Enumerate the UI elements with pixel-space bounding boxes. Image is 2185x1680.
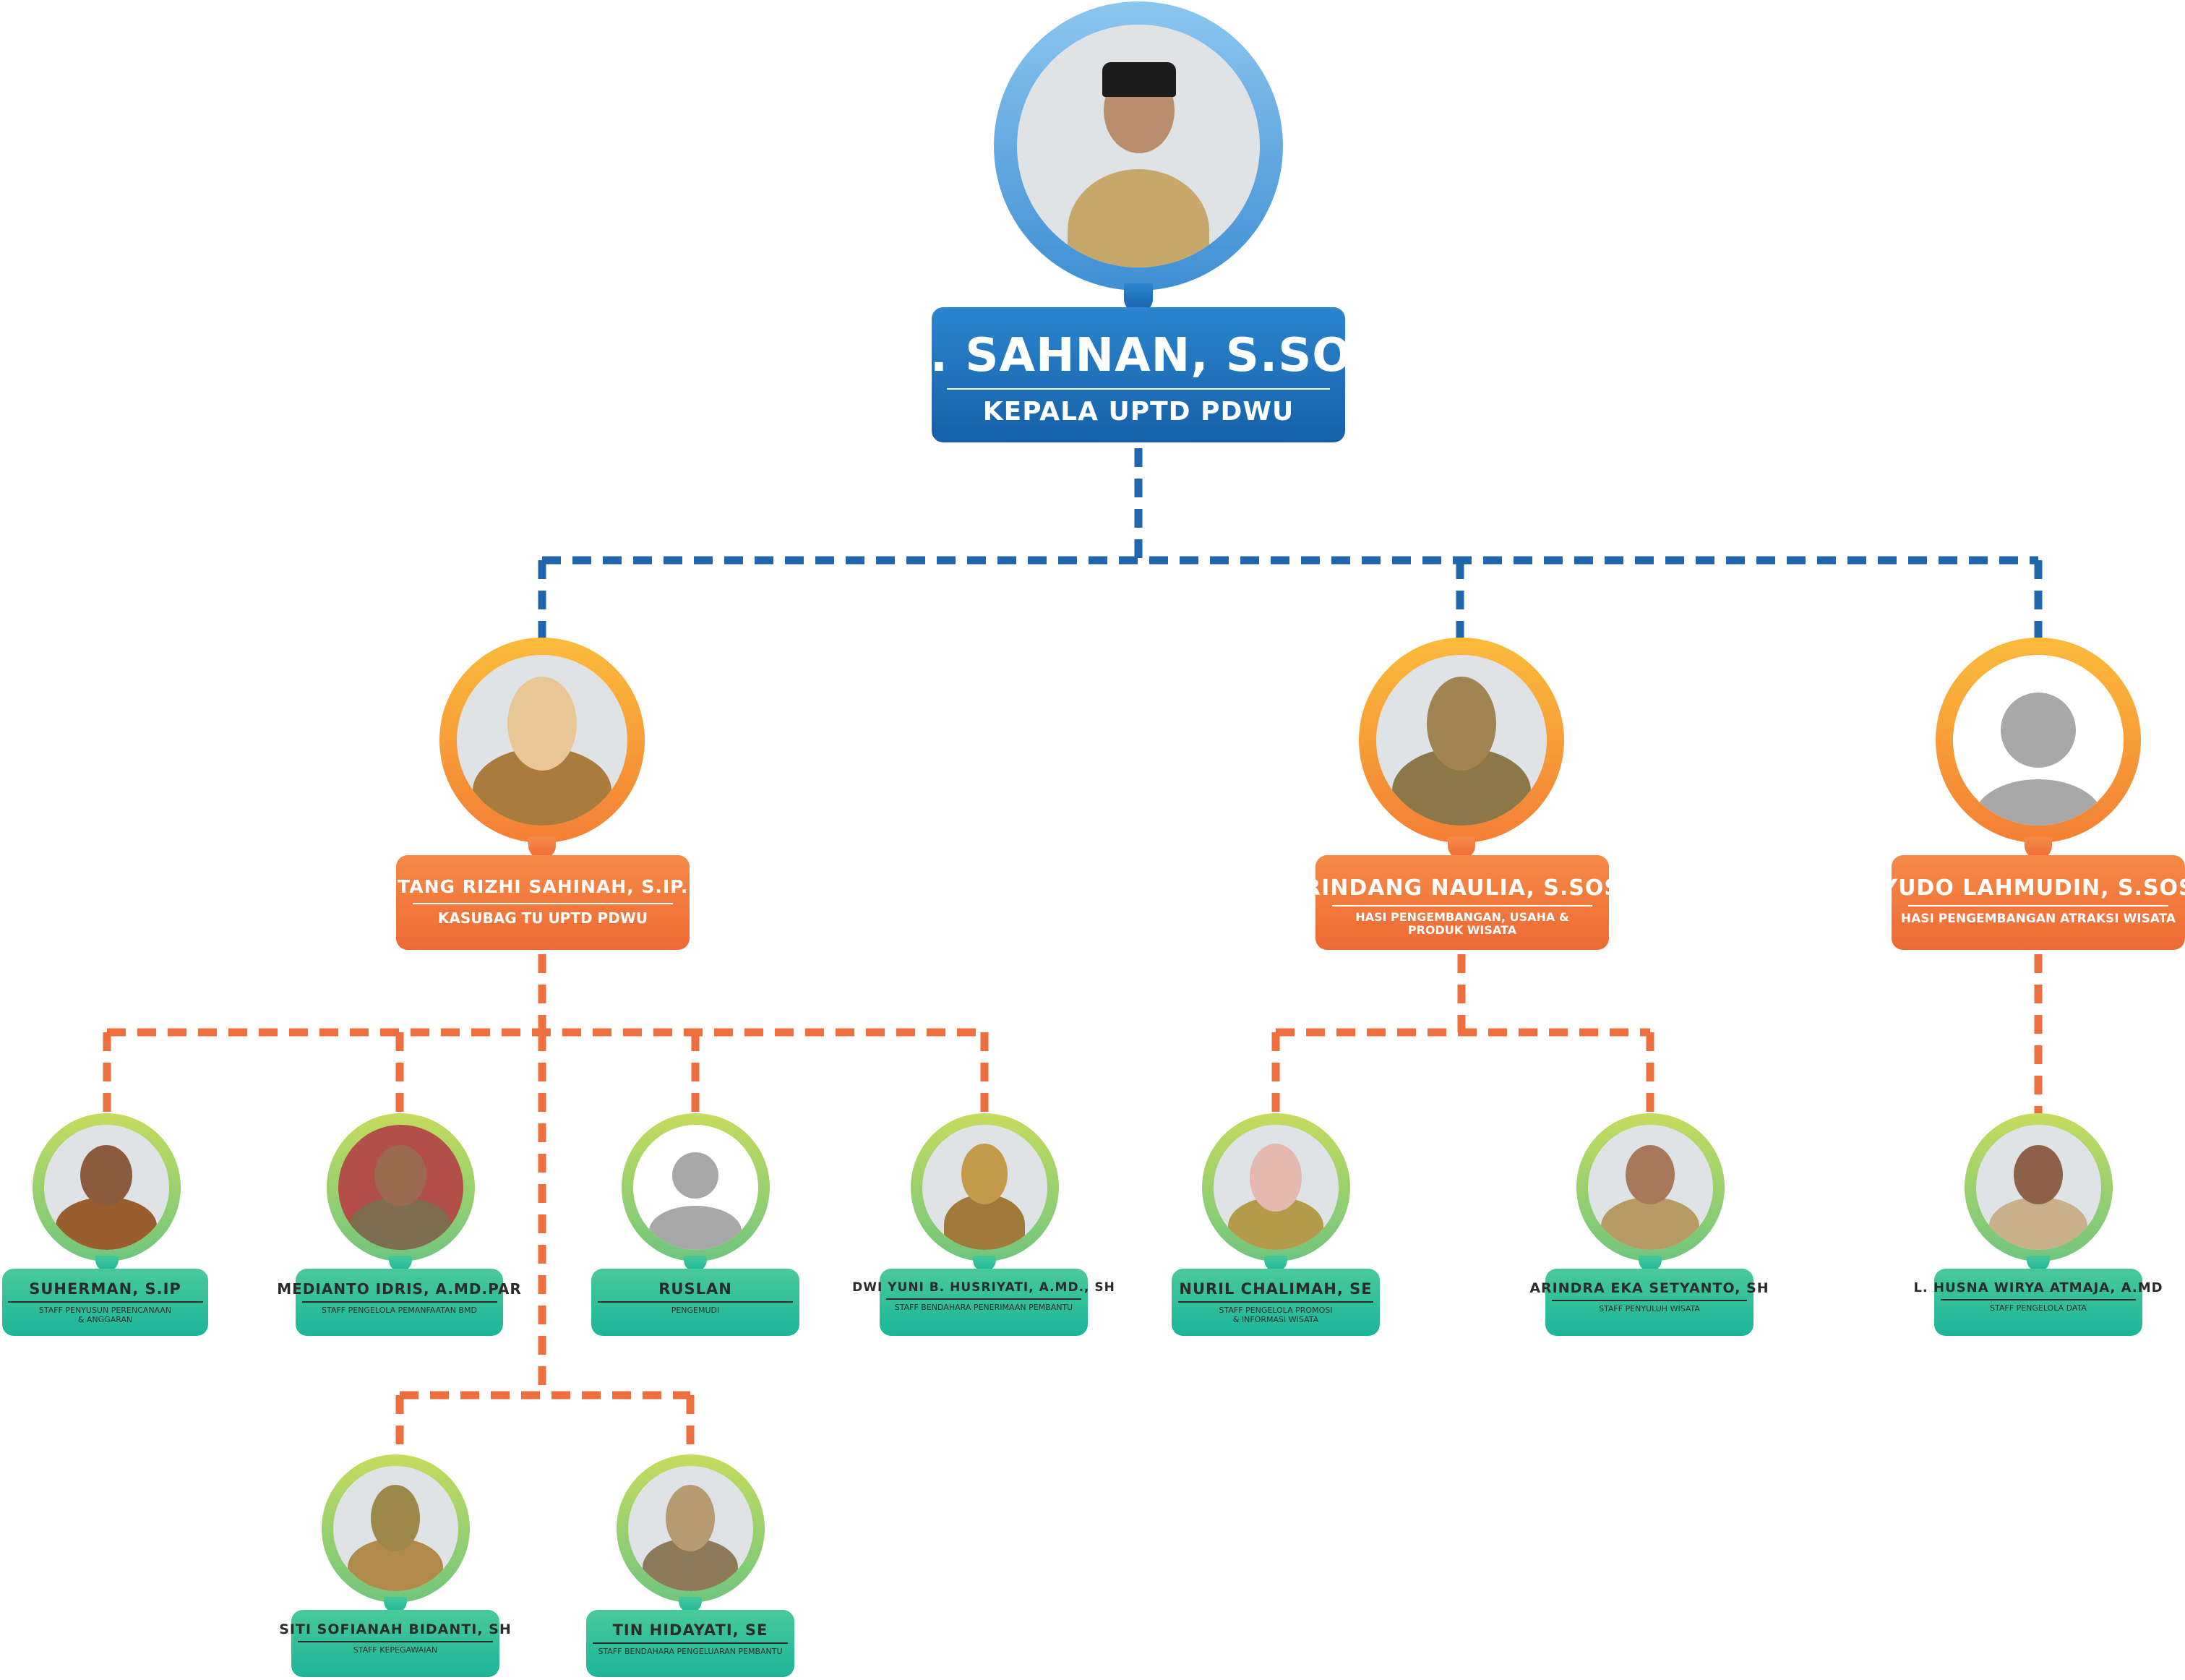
manager-3-photo-frame	[1936, 638, 2141, 843]
staff-4-name: DWI YUNI B. HUSRIYATI, A.MD., SH	[852, 1280, 1115, 1295]
manager-3-box: YUDO LAHMUDIN, S.SOS HASI PENGEMBANGAN A…	[1881, 855, 2185, 950]
staff-2-box: MEDIANTO IDRIS, A.MD.PAR STAFF PENGELOLA…	[277, 1269, 521, 1336]
staff-6-role: STAFF PENYULUH WISATA	[1599, 1304, 1700, 1313]
staff-5-divider	[1178, 1301, 1373, 1303]
staff-3-divider	[598, 1301, 793, 1303]
manager-2-photo-frame	[1359, 638, 1564, 843]
staff-3-box: RUSLAN PENGEMUDI	[591, 1269, 799, 1336]
staff-2-photo-frame	[327, 1113, 475, 1261]
staff-4-tab	[973, 1256, 996, 1272]
manager-2-photo	[1376, 655, 1547, 826]
staff-9-tab	[679, 1597, 702, 1613]
default-avatar-icon	[2001, 693, 2076, 768]
staff-6-tab	[1639, 1256, 1662, 1272]
manager-2-name: RINDANG NAULIA, S.SOS	[1303, 875, 1621, 901]
staff-5-box: NURIL CHALIMAH, SE STAFF PENGELOLA PROMO…	[1172, 1269, 1380, 1336]
staff-8-photo	[333, 1466, 458, 1591]
manager-3-divider	[1908, 905, 2168, 907]
staff-1-box: SUHERMAN, S.IP STAFF PENYUSUN PERENCANAA…	[2, 1269, 208, 1336]
manager-1-divider	[413, 903, 673, 904]
staff-1-role: STAFF PENYUSUN PERENCANAAN & ANGGARAN	[38, 1306, 172, 1324]
staff-8-box: SITI SOFIANAH BIDANTI, SH STAFF KEPEGAWA…	[279, 1610, 511, 1677]
staff-5-tab	[1264, 1256, 1287, 1272]
staff-8-role: STAFF KEPEGAWAIAN	[353, 1645, 438, 1655]
staff-8-divider	[298, 1641, 493, 1642]
staff-2-photo	[338, 1125, 463, 1250]
staff-2-role: STAFF PENGELOLA PEMANFAATAN BMD	[322, 1306, 477, 1315]
staff-3-photo	[633, 1125, 758, 1250]
staff-2-tab	[389, 1256, 412, 1272]
staff-3-photo-frame	[622, 1113, 770, 1261]
staff-1-divider	[7, 1301, 203, 1303]
staff-7-role: STAFF PENGELOLA DATA	[1990, 1303, 2087, 1313]
staff-6-photo	[1588, 1125, 1713, 1250]
manager-1-photo-frame	[439, 638, 645, 843]
staff-9-name: TIN HIDAYATI, SE	[612, 1621, 768, 1639]
staff-1-name: SUHERMAN, S.IP	[29, 1280, 181, 1298]
staff-5-name: NURIL CHALIMAH, SE	[1179, 1280, 1373, 1298]
staff-5-role: STAFF PENGELOLA PROMOSI & INFORMASI WISA…	[1219, 1306, 1333, 1324]
head-photo-frame	[994, 1, 1283, 291]
head-role: KEPALA UPTD PDWU	[982, 397, 1295, 427]
staff-8-tab	[384, 1597, 407, 1613]
staff-4-photo	[922, 1125, 1047, 1250]
connector-head-to-managers	[538, 448, 2043, 640]
staff-7-photo-frame	[1965, 1113, 2113, 1261]
staff-5-photo	[1214, 1125, 1339, 1250]
staff-2-name: MEDIANTO IDRIS, A.MD.PAR	[277, 1280, 522, 1298]
staff-4-divider	[886, 1298, 1081, 1300]
head-photo	[1017, 25, 1260, 267]
manager-3-photo	[1953, 655, 2124, 826]
staff-3-name: RUSLAN	[658, 1280, 732, 1298]
staff-3-tab	[684, 1256, 707, 1272]
staff-9-box: TIN HIDAYATI, SE STAFF BENDAHARA PENGELU…	[586, 1610, 794, 1677]
staff-1-tab	[95, 1256, 119, 1272]
connector-manager2-to-staff	[1271, 954, 1654, 1113]
manager-1-role: KASUBAG TU UPTD PDWU	[437, 909, 648, 927]
head-divider	[947, 388, 1330, 390]
staff-3-role: PENGEMUDI	[671, 1306, 720, 1315]
manager-2-divider	[1332, 905, 1592, 907]
staff-4-photo-frame	[911, 1113, 1059, 1261]
staff-9-photo-frame	[617, 1454, 765, 1603]
staff-7-name: L. HUSNA WIRYA ATMAJA, A.MD	[1913, 1280, 2163, 1295]
staff-6-photo-frame	[1576, 1113, 1725, 1261]
manager-1-name: BINTANG RIZHI SAHINAH, S.IP.MM	[359, 876, 726, 897]
head-name: H. SAHNAN, S.SOS	[890, 329, 1386, 382]
default-avatar-icon	[672, 1152, 718, 1199]
manager-2-role: HASI PENGEMBANGAN, USAHA & PRODUK WISATA	[1355, 910, 1569, 938]
staff-2-divider	[301, 1301, 497, 1303]
manager-2-box: RINDANG NAULIA, S.SOS HASI PENGEMBANGAN,…	[1304, 855, 1620, 950]
staff-9-role: STAFF BENDAHARA PENGELUARAN PEMBANTU	[598, 1647, 783, 1656]
staff-7-photo	[1976, 1125, 2101, 1250]
staff-8-name: SITI SOFIANAH BIDANTI, SH	[279, 1621, 512, 1637]
staff-4-role: STAFF BENDAHARA PENERIMAAN PEMBANTU	[894, 1303, 1073, 1312]
staff-6-name: ARINDRA EKA SETYANTO, SH	[1529, 1280, 1769, 1296]
staff-6-divider	[1552, 1300, 1747, 1301]
staff-1-photo	[44, 1125, 169, 1250]
manager-1-box: BINTANG RIZHI SAHINAH, S.IP.MM KASUBAG T…	[360, 855, 725, 950]
connector-manager1-to-staff	[103, 954, 989, 1453]
staff-8-photo-frame	[322, 1454, 470, 1603]
manager-3-role: HASI PENGEMBANGAN ATRAKSI WISATA	[1900, 912, 2176, 926]
staff-4-box: DWI YUNI B. HUSRIYATI, A.MD., SH STAFF B…	[852, 1269, 1115, 1336]
staff-9-divider	[593, 1642, 788, 1644]
staff-7-box: L. HUSNA WIRYA ATMAJA, A.MD STAFF PENGEL…	[1913, 1269, 2163, 1336]
manager-1-photo	[457, 655, 627, 826]
staff-5-photo-frame	[1202, 1113, 1350, 1261]
staff-7-divider	[1941, 1299, 2136, 1300]
head-card: H. SAHNAN, S.SOS KEPALA UPTD PDWU	[890, 307, 1386, 442]
staff-7-tab	[2027, 1256, 2050, 1272]
staff-1-photo-frame	[33, 1113, 181, 1261]
staff-9-photo	[628, 1466, 753, 1591]
staff-6-box: ARINDRA EKA SETYANTO, SH STAFF PENYULUH …	[1529, 1269, 1769, 1336]
manager-3-name: YUDO LAHMUDIN, S.SOS	[1881, 875, 2185, 901]
